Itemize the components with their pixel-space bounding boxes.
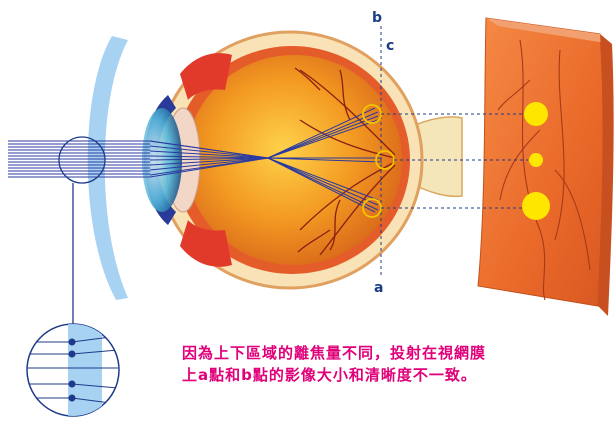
incoming-rays xyxy=(8,141,150,177)
label-a: a xyxy=(374,280,383,296)
label-b: b xyxy=(372,10,382,26)
caption-line-1: 因為上下區域的離焦量不同，投射在視網膜 xyxy=(182,342,614,364)
zoom-detail xyxy=(20,320,119,420)
blur-spot-bottom xyxy=(522,192,550,220)
retina-tissue xyxy=(478,18,614,316)
label-c: c xyxy=(386,38,394,54)
blur-spot-middle xyxy=(529,153,543,167)
blur-spot-top xyxy=(524,102,548,126)
caption-line-2: 上a點和b點的影像大小和清晰度不一致。 xyxy=(182,364,614,386)
caption: 因為上下區域的離焦量不同，投射在視網膜 上a點和b點的影像大小和清晰度不一致。 xyxy=(182,342,614,386)
